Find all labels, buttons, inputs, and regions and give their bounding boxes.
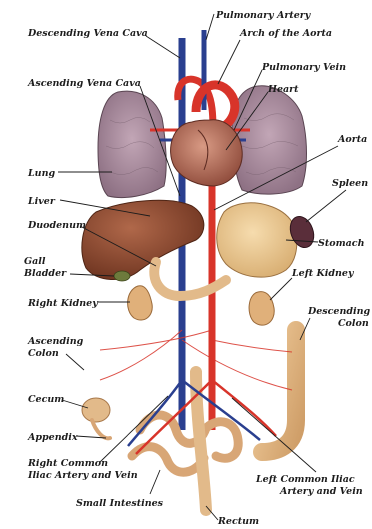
label-right-common-iliac-text-1: Right Common [27, 458, 108, 469]
label-rectum-text: Rectum [217, 516, 259, 527]
label-descending-colon-text-1: Descending [307, 306, 371, 317]
label-aorta-text: Aorta [337, 134, 367, 145]
label-ascending-colon-text-2: Colon [28, 348, 59, 359]
label-liver-text: Liver [27, 196, 56, 207]
label-descending-vena-cava: Descending Vena Cava [27, 28, 180, 58]
label-gall-bladder-text-2: Bladder [23, 268, 67, 279]
label-right-common-iliac-text-2: Iliac Artery and Vein [27, 470, 138, 481]
appendix-organ [92, 420, 110, 438]
label-rectum: Rectum [206, 506, 259, 527]
label-right-kidney: Right Kidney [27, 298, 130, 309]
label-left-kidney: Left Kidney [270, 268, 355, 300]
label-ascending-vena-cava-text: Ascending Vena Cava [27, 78, 141, 89]
label-appendix: Appendix [27, 432, 106, 443]
label-right-kidney-text: Right Kidney [27, 298, 99, 309]
descending-colon-organ [262, 330, 296, 452]
label-heart-text: Heart [267, 84, 299, 95]
label-small-intestines-text: Small Intestines [76, 498, 164, 509]
stomach-organ [217, 203, 297, 277]
label-left-common-iliac-text-2: Artery and Vein [279, 486, 363, 497]
label-ascending-colon-text-1: Ascending [27, 336, 84, 347]
label-arch-of-aorta: Arch of the Aorta [218, 28, 332, 84]
label-spleen: Spleen [306, 178, 368, 222]
label-left-kidney-text: Left Kidney [291, 268, 355, 279]
left-kidney-organ [249, 292, 274, 326]
right-kidney-organ [128, 286, 153, 320]
right-lung [98, 91, 166, 197]
label-arch-of-aorta-text: Arch of the Aorta [239, 28, 332, 39]
cecum-organ [82, 398, 110, 422]
label-duodenum-text: Duodenum [27, 220, 86, 231]
gall-bladder-organ [114, 271, 130, 281]
label-pulmonary-artery-text: Pulmonary Artery [215, 10, 312, 21]
label-ascending-colon: Ascending Colon [27, 336, 84, 370]
label-descending-colon-text-2: Colon [338, 318, 369, 329]
label-stomach-text: Stomach [318, 238, 365, 249]
liver-organ [82, 200, 204, 279]
label-pulmonary-vein-text: Pulmonary Vein [261, 62, 346, 73]
label-descending-colon: Descending Colon [300, 306, 371, 340]
label-appendix-text: Appendix [27, 432, 78, 443]
label-lung-text: Lung [27, 168, 55, 179]
label-gall-bladder-text-1: Gall [24, 256, 46, 267]
label-spleen-text: Spleen [332, 178, 368, 189]
label-descending-vena-cava-text: Descending Vena Cava [27, 28, 148, 39]
label-cecum-text: Cecum [28, 394, 64, 405]
label-cecum: Cecum [28, 394, 88, 408]
label-left-common-iliac-text-1: Left Common Iliac [255, 474, 355, 485]
